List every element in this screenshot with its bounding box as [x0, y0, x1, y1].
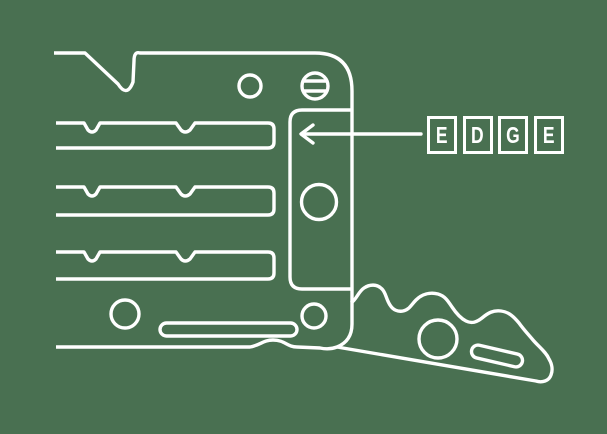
blade-finger-hole	[417, 318, 459, 360]
edge-label-letter-box: E	[427, 116, 457, 154]
small-hole	[237, 73, 263, 99]
edge-frame-hole	[299, 182, 339, 222]
wrench-slot-3	[56, 250, 276, 281]
wrench-slot-2	[56, 185, 276, 217]
pivot-hole	[300, 302, 328, 330]
arrow-left-icon	[299, 123, 423, 145]
edge-label-letter: E	[542, 121, 555, 148]
screw-icon	[300, 71, 330, 101]
edge-frame-outline	[288, 108, 352, 291]
edge-label-letter-box: D	[462, 116, 493, 154]
body-slot	[158, 321, 299, 338]
edge-label: E D G E	[427, 116, 564, 154]
blade-slot	[469, 343, 525, 369]
edge-label-letter-box: E	[533, 116, 564, 154]
tool-body-outline	[54, 50, 354, 351]
blade-outline	[336, 283, 554, 384]
wrench-slot-1	[56, 121, 276, 150]
edge-label-letter: D	[471, 121, 484, 148]
edge-label-letter-box: G	[498, 116, 528, 154]
edge-label-letter: E	[436, 121, 448, 148]
edge-label-letter: G	[506, 121, 520, 148]
handle-hole	[109, 298, 141, 330]
